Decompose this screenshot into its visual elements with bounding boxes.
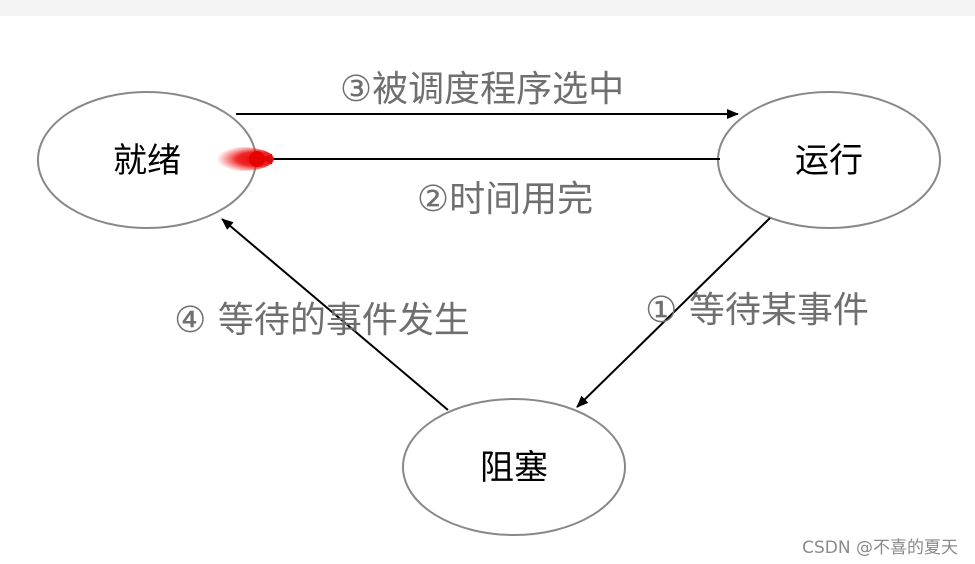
top-band bbox=[0, 0, 975, 16]
edge-running-to-blocked bbox=[576, 217, 771, 408]
node-blocked-label: 阻塞 bbox=[480, 448, 548, 488]
node-ready-label: 就绪 bbox=[113, 141, 181, 181]
node-running: 运行 bbox=[717, 91, 941, 229]
node-blocked: 阻塞 bbox=[402, 398, 626, 536]
node-blocked-shape bbox=[402, 398, 626, 536]
node-ready: 就绪 bbox=[37, 91, 257, 229]
edge-label-wait-event: ① 等待某事件 bbox=[645, 290, 869, 331]
edge-label-timeout: ②时间用完 bbox=[417, 179, 593, 220]
edge-blocked-to-ready bbox=[221, 218, 449, 411]
watermark: CSDN @不喜的夏天 bbox=[802, 538, 958, 558]
edge-label-scheduled: ③被调度程序选中 bbox=[340, 69, 624, 110]
edge-label-event-occurred: ④ 等待的事件发生 bbox=[174, 300, 470, 341]
node-running-label: 运行 bbox=[795, 141, 863, 181]
cursor-dot-core bbox=[249, 151, 265, 167]
